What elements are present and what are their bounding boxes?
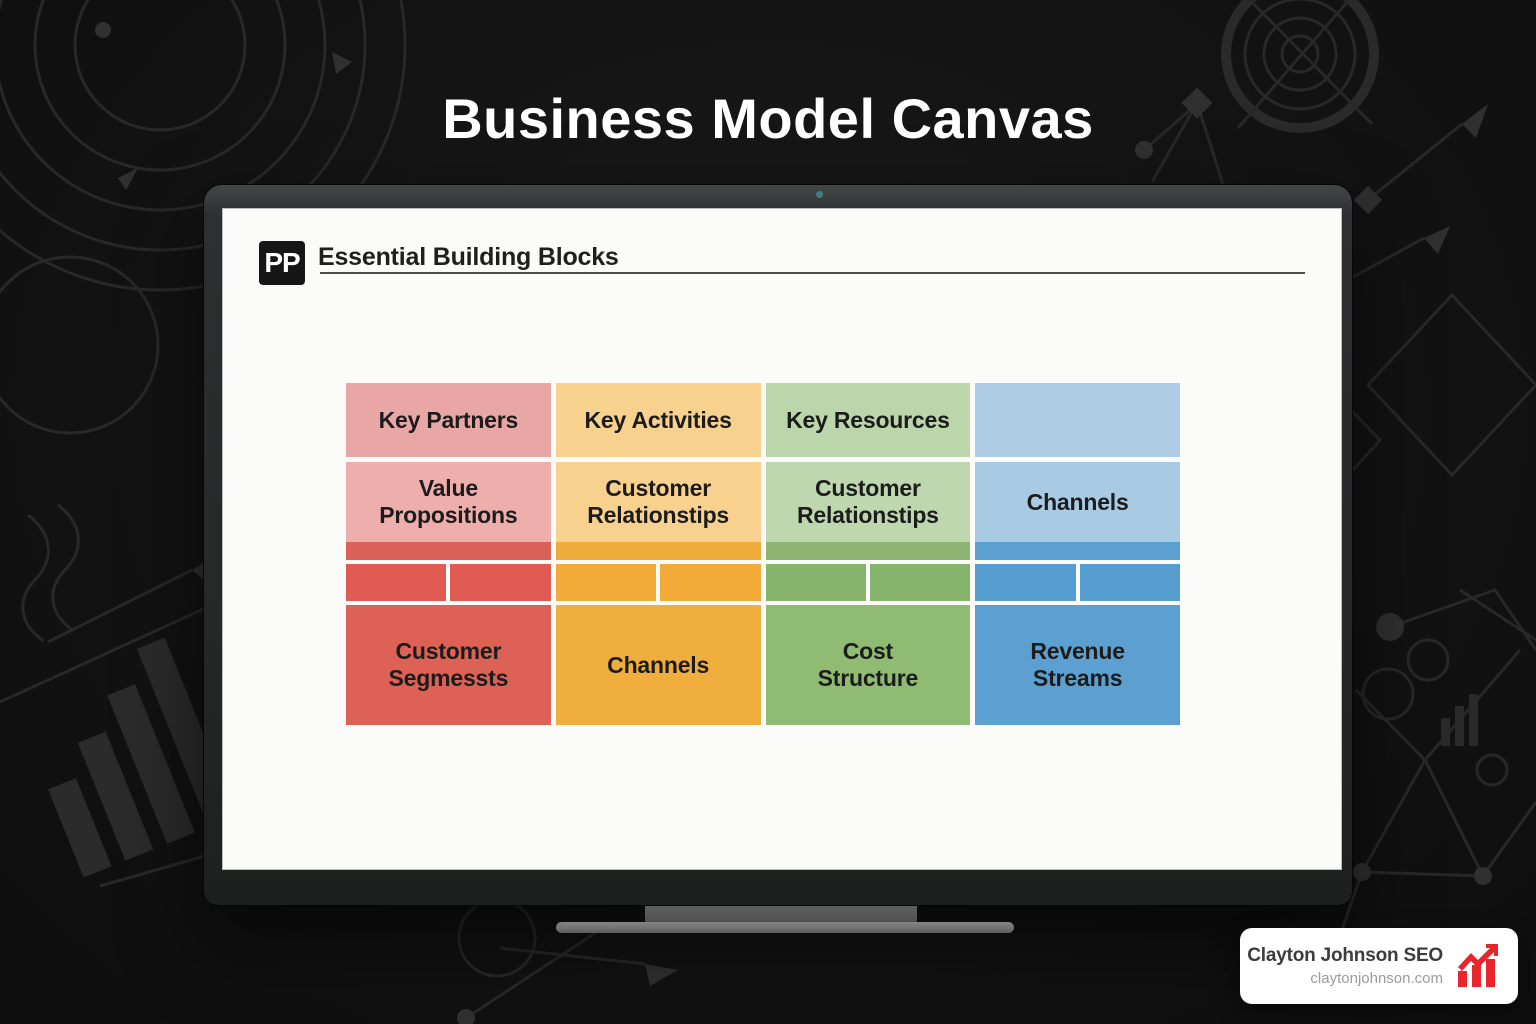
- canvas-strip-cell: [346, 564, 447, 601]
- monitor-stand-base: [556, 922, 1014, 933]
- block-label: Customer Relationstips: [587, 475, 730, 528]
- canvas-strip-cell: [555, 564, 657, 601]
- presentation-slide: PP Essential Building Blocks Key Partner…: [222, 208, 1342, 870]
- canvas-strip-cell: [660, 564, 761, 601]
- canvas-block-cost-structure: Cost Structure: [765, 605, 971, 725]
- growth-chart-icon: [1458, 944, 1498, 987]
- header-rule: [320, 272, 1305, 274]
- canvas-block-customer-relationstips: Customer Relationstips: [765, 462, 971, 560]
- canvas-strip-cell: [869, 564, 971, 601]
- canvas-block-revenue-streams: Revenue Streams: [975, 605, 1180, 725]
- block-label: Channels: [1026, 488, 1129, 515]
- canvas-strip-pair: [765, 564, 971, 601]
- block-accent-strip: [555, 542, 761, 560]
- canvas-strip-cell: [975, 564, 1076, 601]
- canvas-block-key-partners: Key Partners: [346, 383, 551, 457]
- canvas-block-customer-relationstips: Customer Relationstips: [555, 462, 761, 560]
- canvas-row-strips: [346, 564, 1180, 601]
- canvas-block-value-propositions: Value Propositions: [346, 462, 551, 560]
- block-label: Value Propositions: [379, 475, 518, 528]
- page-title: Business Model Canvas: [442, 87, 1094, 150]
- canvas-strip-cell: [765, 564, 866, 601]
- block-label: Customer Relationstips: [796, 475, 939, 528]
- brand-badge: Clayton Johnson SEO claytonjohnson.com: [1240, 928, 1518, 1004]
- canvas-row-middle: Value Propositions Customer Relationstips…: [346, 462, 1180, 560]
- canvas-strip-pair: [975, 564, 1180, 601]
- canvas-block-channels: Channels: [975, 462, 1180, 560]
- pp-logo-icon: PP: [259, 241, 305, 285]
- canvas-strip-pair: [555, 564, 761, 601]
- canvas-block-key-activities: Key Activities: [555, 383, 761, 457]
- canvas-strip-cell: [450, 564, 551, 601]
- canvas-strip-pair: [346, 564, 551, 601]
- webcam-icon: [816, 191, 823, 198]
- block-accent-strip: [346, 542, 551, 560]
- badge-text: Clayton Johnson SEO claytonjohnson.com: [1247, 945, 1443, 987]
- block-accent-strip: [975, 542, 1180, 560]
- canvas-block-customer-segmessts: Customer Segmessts: [346, 605, 551, 725]
- canvas-strip-cell: [1079, 564, 1180, 601]
- slide-header-title: Essential Building Blocks: [318, 243, 619, 271]
- badge-website-url: claytonjohnson.com: [1310, 970, 1443, 987]
- monitor-frame: PP Essential Building Blocks Key Partner…: [204, 185, 1352, 905]
- badge-brand-name: Clayton Johnson SEO: [1247, 945, 1443, 966]
- canvas-block-key-resources: Key Resources: [765, 383, 971, 457]
- canvas-block-channels: Channels: [555, 605, 761, 725]
- block-accent-strip: [765, 542, 971, 560]
- canvas-block-empty: [975, 383, 1180, 457]
